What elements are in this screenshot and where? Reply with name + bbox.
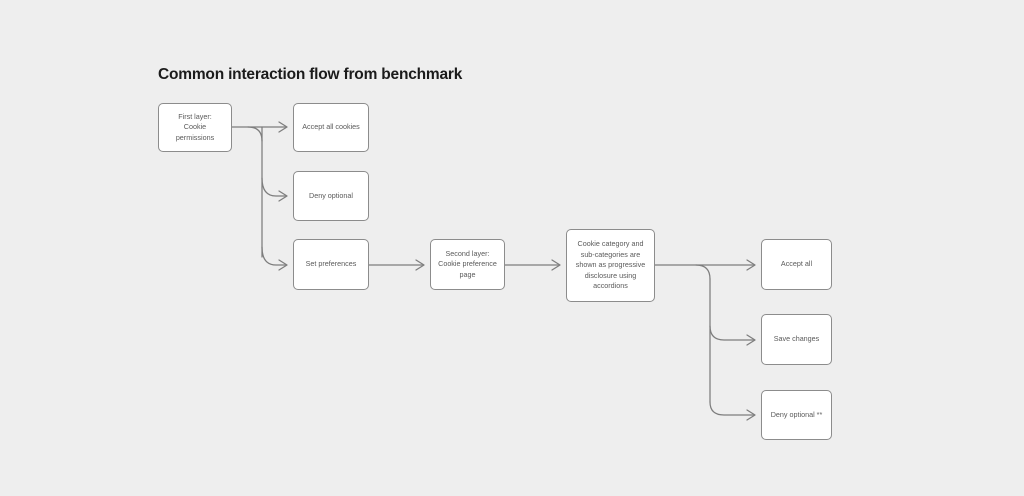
arrowhead-deny-optional <box>278 190 288 202</box>
node-accept-all[interactable]: Accept all <box>761 239 832 290</box>
node-first-layer-label: First layer: Cookie permissions <box>175 111 215 142</box>
arrowhead-accept-all <box>746 259 756 271</box>
node-set-preferences[interactable]: Set preferences <box>293 239 369 290</box>
node-second-layer[interactable]: Second layer: Cookie preference page <box>430 239 505 290</box>
edge-first-layer-to-deny-optional <box>261 177 286 197</box>
node-first-layer[interactable]: First layer: Cookie permissions <box>158 103 232 152</box>
node-accordions[interactable]: Cookie category and sub-categories are s… <box>566 229 655 302</box>
node-accept-all-label: Accept all <box>780 259 813 269</box>
node-save-changes[interactable]: Save changes <box>761 314 832 365</box>
node-deny-optional-note-label: Deny optional ** <box>770 409 823 419</box>
node-deny-optional-note[interactable]: Deny optional ** <box>761 390 832 440</box>
node-accordions-label: Cookie category and sub-categories are s… <box>575 239 646 291</box>
edge-first-layer-trunk-corner <box>247 126 263 142</box>
node-accept-all-cookies[interactable]: Accept all cookies <box>293 103 369 152</box>
arrowhead-accordions <box>551 259 561 271</box>
node-set-preferences-label: Set preferences <box>305 259 357 269</box>
node-deny-optional-label: Deny optional <box>309 190 353 200</box>
edge-accordions-to-deny-optional-note <box>709 401 754 416</box>
arrowhead-deny-optional-note <box>746 409 756 421</box>
node-save-changes-label: Save changes <box>773 334 820 344</box>
node-accept-all-cookies-label: Accept all cookies <box>302 122 360 132</box>
edge-accordions-to-save-changes <box>709 325 754 341</box>
edge-first-layer-to-set-preferences <box>261 246 286 266</box>
node-second-layer-label: Second layer: Cookie preference page <box>438 248 497 279</box>
arrowhead-accept-all-cookies <box>278 121 288 133</box>
node-deny-optional[interactable]: Deny optional <box>293 171 369 221</box>
arrowhead-save-changes <box>746 334 756 346</box>
edge-accordions-trunk-corner <box>695 264 711 280</box>
page-title: Common interaction flow from benchmark <box>158 66 463 83</box>
arrowhead-set-preferences <box>278 259 288 271</box>
arrowhead-second-layer <box>415 259 425 271</box>
